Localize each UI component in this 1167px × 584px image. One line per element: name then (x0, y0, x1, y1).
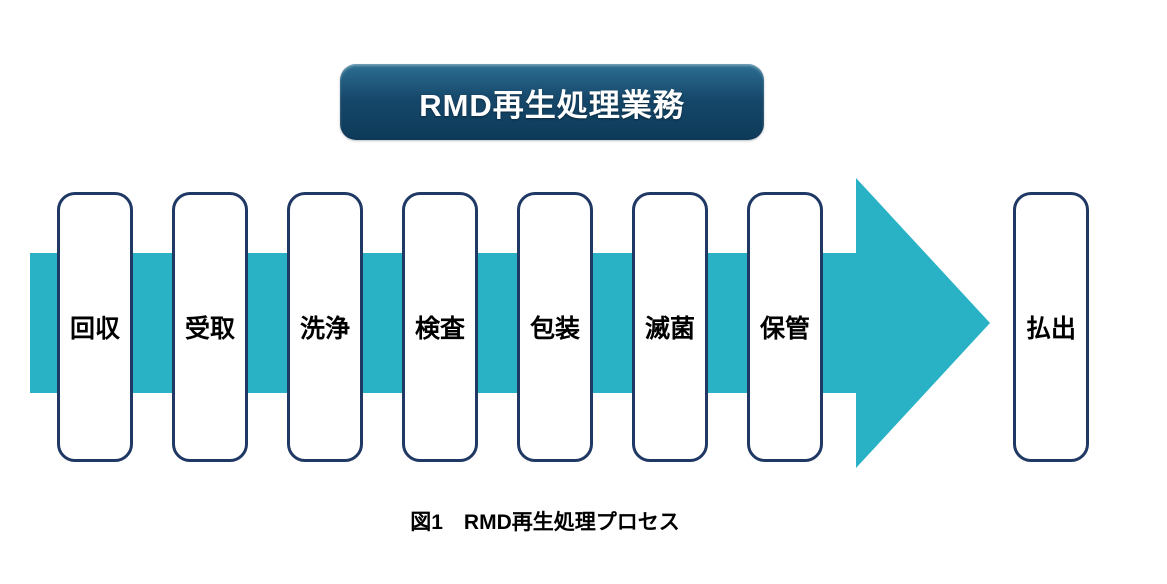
step-box-mekkin: 滅菌 (632, 192, 708, 462)
step-box-hoso: 包装 (517, 192, 593, 462)
step-box-kensa: 検査 (402, 192, 478, 462)
step-label: 包装 (529, 315, 580, 343)
step-label: 検査 (414, 315, 465, 343)
diagram-title: RMD再生処理業務 (419, 87, 685, 123)
step-label: 滅菌 (644, 315, 695, 343)
step-label: 洗浄 (299, 315, 350, 343)
process-steps: 回収 受取 洗浄 検査 包装 滅菌 保管 (57, 192, 823, 462)
step-box-kaishu: 回収 (57, 192, 133, 462)
title-banner: RMD再生処理業務 (340, 64, 764, 140)
final-step-box: 払出 (1013, 192, 1089, 462)
step-label: 回収 (69, 315, 120, 343)
figure-caption: 図1 RMD再生処理プロセス (410, 511, 680, 534)
step-box-uketori: 受取 (172, 192, 248, 462)
process-arrow-head (856, 178, 990, 468)
step-box-hokan: 保管 (747, 192, 823, 462)
step-label: 保管 (759, 315, 810, 343)
step-label: 受取 (184, 315, 235, 343)
final-step-label: 払出 (1025, 315, 1076, 343)
step-box-senjo: 洗浄 (287, 192, 363, 462)
